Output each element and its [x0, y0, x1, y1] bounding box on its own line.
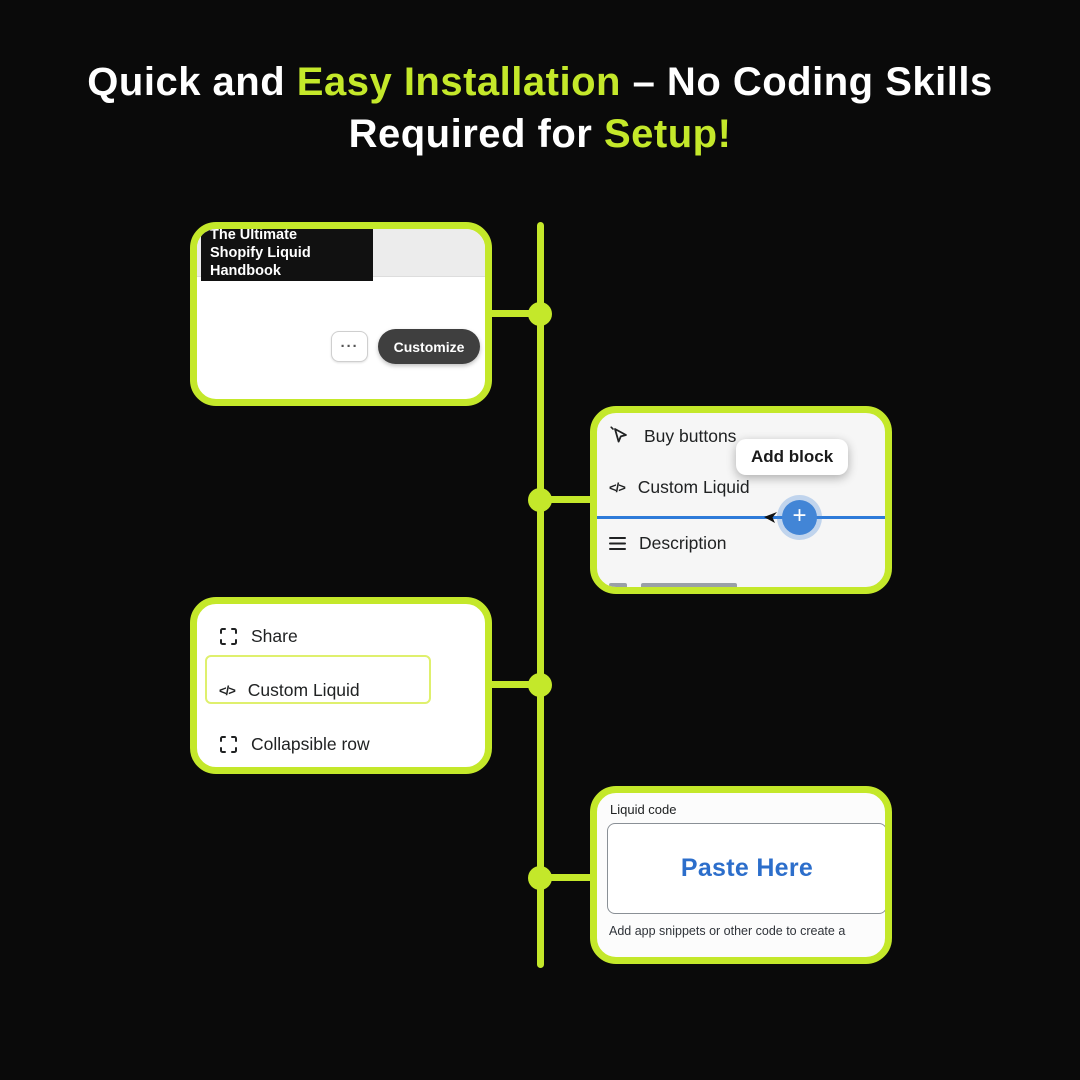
banner-line: The Ultimate: [210, 227, 298, 243]
tooltip-label: Add block: [751, 447, 834, 466]
title-text: – No Coding Skills: [620, 60, 993, 104]
timeline-dot-3: [528, 673, 552, 697]
theme-thumbnail-banner: The Ultimate Shopify Liquid Handbook: [201, 227, 373, 281]
panel-block-menu: Share </> Custom Liquid Collapsible row: [190, 597, 492, 774]
menu-item-label: Description: [639, 533, 727, 553]
timeline-connector-1: [486, 310, 540, 317]
title-line-2: Required for Setup!: [0, 108, 1080, 160]
title-accent-text: Easy Installation: [296, 60, 621, 104]
selection-highlight-box: [205, 655, 431, 704]
panel-liquid-code: Liquid code Paste Here Add app snippets …: [590, 786, 892, 964]
title-line-1: Quick and Easy Installation – No Coding …: [0, 56, 1080, 108]
liquid-code-field-label: Liquid code: [610, 802, 677, 817]
menu-item-label: Custom Liquid: [637, 477, 750, 497]
code-icon: </>: [219, 683, 236, 698]
customize-button-label: Customize: [393, 338, 465, 355]
clipped-icon: [609, 583, 627, 587]
panel-theme-customize: The Ultimate Shopify Liquid Handbook ···…: [190, 222, 492, 406]
ellipsis-icon: ···: [340, 338, 359, 355]
paste-here-text: Paste Here: [680, 854, 814, 882]
insert-position-line: [597, 516, 885, 519]
menu-lines-icon: [609, 536, 626, 540]
cursor-click-icon: [610, 426, 627, 443]
add-block-button[interactable]: +: [782, 500, 817, 535]
timeline-dot-2: [528, 488, 552, 512]
menu-item-label: Collapsible row: [251, 734, 370, 754]
title-text: Quick and: [87, 60, 297, 104]
title-accent-text: Setup!: [603, 112, 732, 156]
timeline-line: [537, 222, 544, 968]
menu-item-label: Buy buttons: [644, 425, 737, 446]
add-block-tooltip: Add block: [736, 439, 849, 475]
menu-item-description[interactable]: Description: [609, 533, 727, 554]
liquid-code-helper-text: Add app snippets or other code to create…: [609, 924, 846, 938]
timeline-connector-3: [486, 681, 540, 688]
timeline-dot-1: [528, 302, 552, 326]
clipped-menu-row: [609, 583, 737, 587]
menu-item-label: Custom Liquid: [247, 680, 360, 700]
timeline-dot-4: [528, 866, 552, 890]
code-icon: </>: [609, 480, 626, 495]
corner-brackets-icon: [220, 628, 237, 645]
menu-item-label: Share: [251, 626, 298, 646]
plus-icon: +: [792, 502, 807, 529]
title-text: Required for: [348, 112, 604, 156]
menu-item-share[interactable]: Share: [219, 626, 298, 647]
customize-button[interactable]: Customize: [378, 329, 480, 364]
menu-item-buy-buttons[interactable]: Buy buttons: [609, 425, 736, 447]
menu-item-collapsible-row[interactable]: Collapsible row: [219, 734, 370, 755]
timeline-connector-2: [541, 496, 593, 503]
mouse-cursor-icon: [764, 512, 777, 523]
menu-item-custom-liquid[interactable]: </> Custom Liquid: [609, 477, 750, 498]
banner-line: Shopify Liquid: [210, 245, 311, 261]
more-actions-button[interactable]: ···: [331, 331, 368, 362]
clipped-text: [641, 583, 737, 587]
menu-item-custom-liquid[interactable]: </> Custom Liquid: [219, 680, 360, 701]
timeline-connector-4: [541, 874, 593, 881]
banner-line: Handbook: [210, 263, 281, 279]
page-title: Quick and Easy Installation – No Coding …: [0, 56, 1080, 160]
liquid-code-input[interactable]: Paste Here: [607, 823, 885, 914]
panel-add-block-picker: Buy buttons Add block </> Custom Liquid …: [590, 406, 892, 594]
corner-brackets-icon: [220, 736, 237, 753]
